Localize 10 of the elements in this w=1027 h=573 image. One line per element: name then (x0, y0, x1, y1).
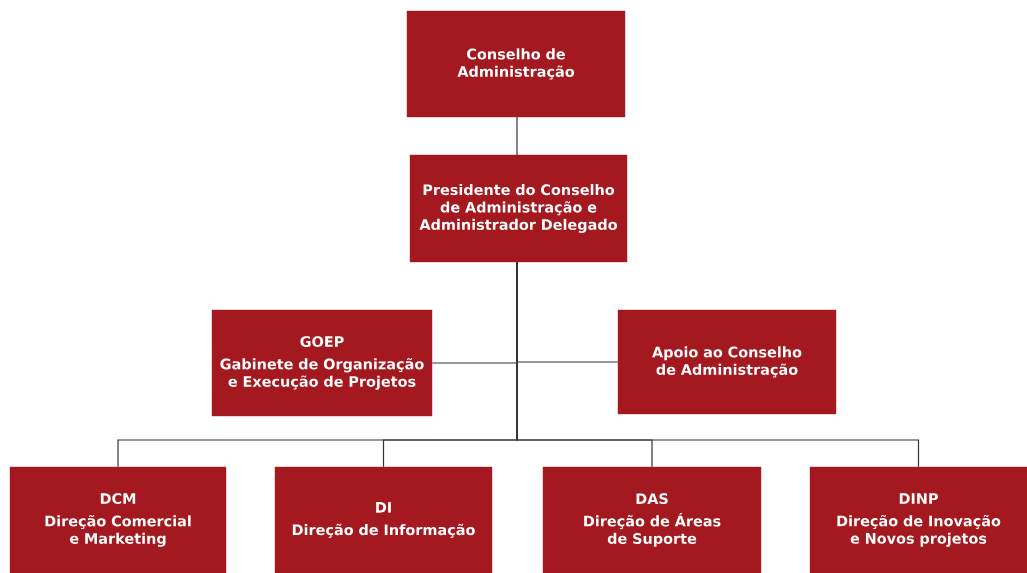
org-box: Presidente do Conselho de Administração e Administrador Delegado (409, 154, 628, 263)
connector-line (516, 116, 518, 156)
org-box: DCM Direção Comercial e Marketing (9, 466, 227, 573)
org-box: Conselho de Administração (406, 10, 626, 118)
org-box: GOEP Gabinete de Organização e Execução de Projetos (211, 309, 433, 417)
connector-line (516, 261, 920, 468)
org-box: Apoio ao Conselho de Administração (617, 309, 837, 415)
org-box: DINP Direção de Inovação e Novos projetos (809, 466, 1027, 573)
org-box: DI Direção de Informação (274, 466, 493, 573)
org-box: DAS Direção de Áreas de Suporte (542, 466, 762, 573)
